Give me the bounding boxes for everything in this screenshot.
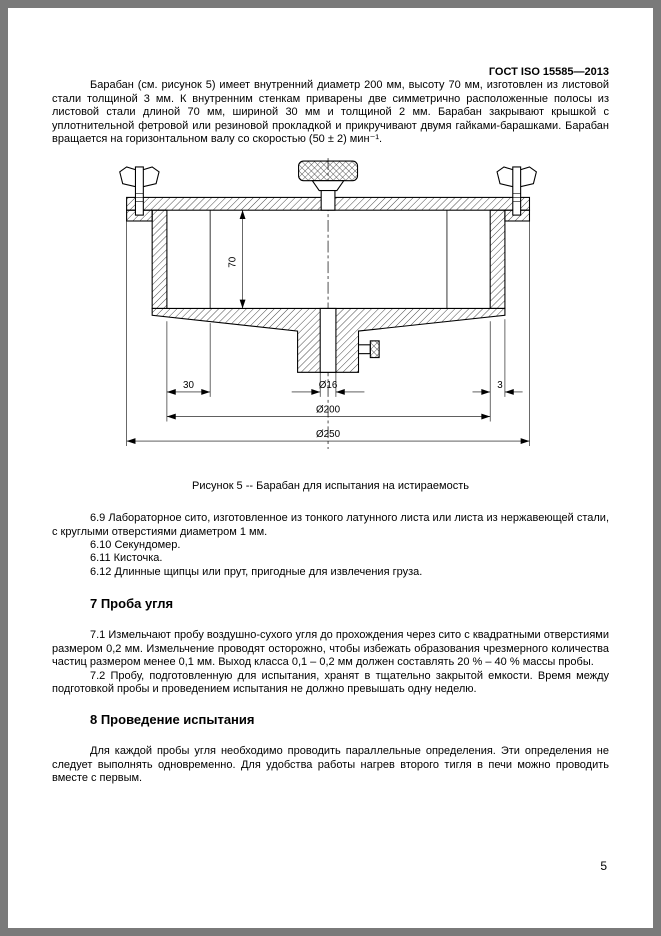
dim-strip-width-30: 30 — [166, 380, 210, 396]
figure-5: 70 30 — [52, 158, 609, 457]
equipment-item-6-12: 6.12 Длинные щипцы или прут, пригодные д… — [90, 565, 423, 578]
hub-set-screw — [357, 340, 380, 359]
dim-shaft-16: Ø16 — [291, 380, 364, 396]
dim-inner-200: Ø200 — [166, 405, 490, 420]
equipment-list: 6.9 Лабораторное сито, изготовленное из … — [52, 512, 609, 579]
section-7-para-2: 7.2 Пробу, подготовленную для испытания,… — [52, 669, 609, 695]
drum-wall-right — [489, 210, 505, 310]
equipment-item-6-10: 6.10 Секундомер. — [90, 539, 181, 552]
drum-technical-drawing: 70 30 — [118, 158, 537, 450]
extension-lines — [125, 212, 530, 447]
dim-shaft-label: Ø16 — [318, 380, 337, 391]
dim-strip-label: 30 — [183, 380, 194, 391]
dim-wall-label: 3 — [497, 380, 503, 391]
shaft-hole — [319, 308, 336, 374]
dim-outer-label: Ø250 — [316, 430, 341, 441]
figure-caption: Рисунок 5 -- Барабан для испытания на ис… — [192, 479, 469, 492]
section-8-para-1: Для каждой пробы угля необходимо проводи… — [52, 745, 609, 785]
drum-wall-left — [151, 210, 167, 310]
dim-height-70: 70 — [227, 210, 246, 309]
intro-paragraph: Барабан (см. рисунок 5) имеет внутренний… — [52, 79, 609, 146]
left-wing-nut — [118, 166, 160, 217]
equipment-item-6-11: 6.11 Кисточка. — [90, 552, 163, 565]
dim-inner-label: Ø200 — [316, 405, 341, 416]
document-header: ГОСТ ISO 15585—2013 — [488, 66, 609, 78]
dim-outer-250: Ø250 — [126, 430, 529, 445]
section-7-heading: 7 Проба угля — [90, 596, 174, 612]
section-8-heading: 8 Проведение испытания — [90, 712, 255, 728]
equipment-item-6-9: 6.9 Лабораторное сито, изготовленное из … — [52, 512, 609, 538]
document-page: ГОСТ ISO 15585—2013 Барабан (см. рисунок… — [8, 8, 653, 928]
dim-wall-3: 3 — [471, 380, 523, 396]
lid-knob — [297, 160, 358, 212]
right-wing-nut — [495, 166, 537, 217]
section-7-para-1: 7.1 Измельчают пробу воздушно-сухого угл… — [52, 629, 609, 669]
page-number: 5 — [600, 859, 607, 873]
dim-height-label: 70 — [227, 257, 238, 268]
